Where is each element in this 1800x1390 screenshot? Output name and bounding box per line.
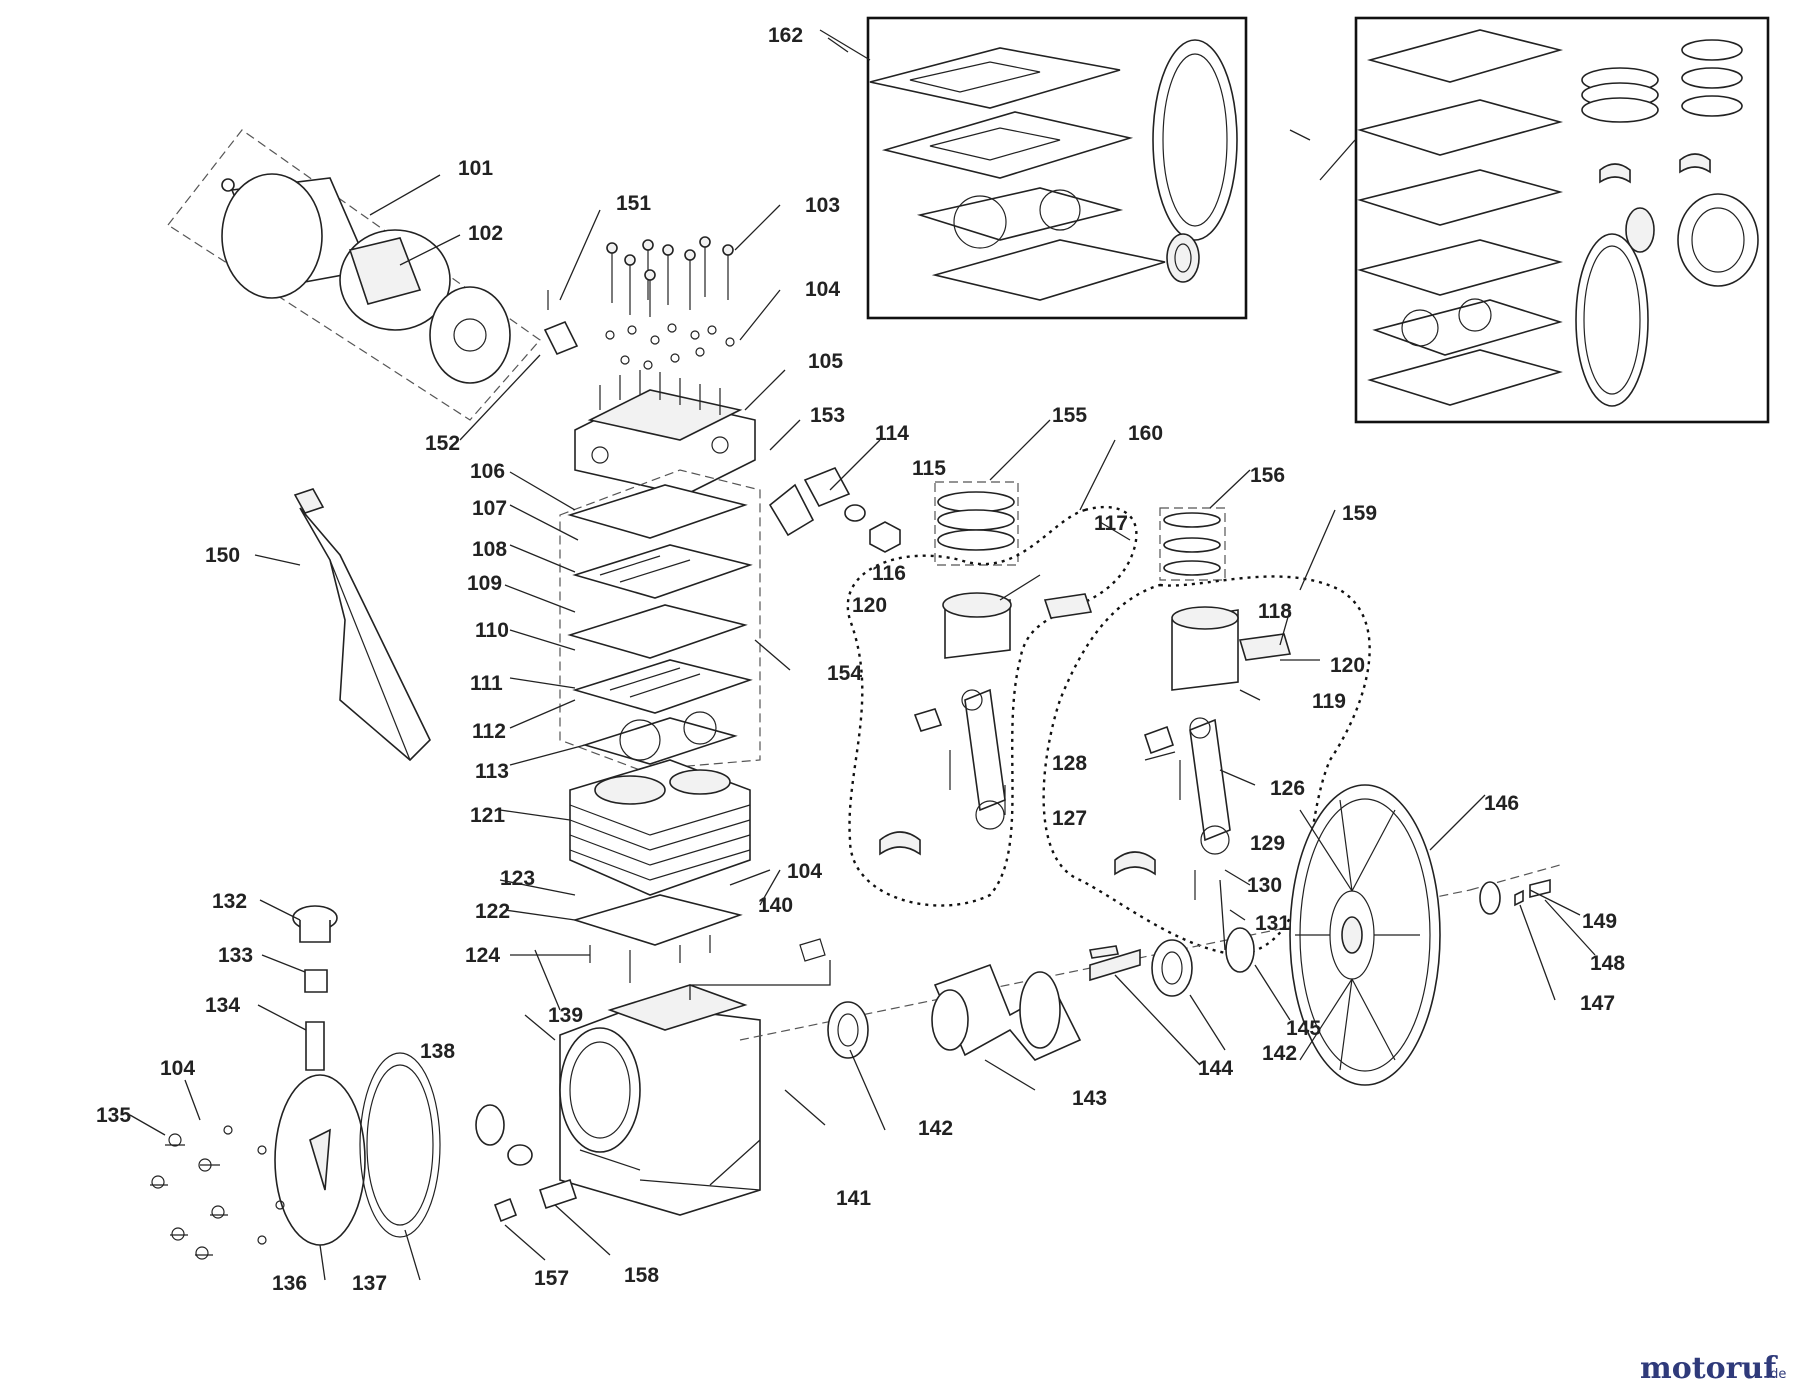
part-label-138: 138 [420, 1040, 455, 1063]
piston-group-160 [846, 505, 1138, 907]
part-label-142-b: 142 [1262, 1042, 1297, 1065]
watermark-text: motoruf [1640, 1351, 1778, 1386]
part-label-148: 148 [1590, 952, 1625, 975]
part-label-139: 139 [548, 1004, 583, 1027]
side-cover-and-oil-parts [150, 905, 578, 1260]
part-label-136: 136 [272, 1272, 307, 1295]
part-label-147: 147 [1580, 992, 1615, 1015]
part-label-159: 159 [1342, 502, 1377, 525]
head-bolts [605, 236, 735, 370]
part-label-126: 126 [1270, 777, 1305, 800]
cylinder-head [574, 370, 756, 496]
part-label-112: 112 [472, 720, 506, 743]
part-label-108: 108 [472, 538, 507, 561]
part-label-156: 156 [1250, 464, 1285, 487]
part-label-142-a: 142 [918, 1117, 953, 1140]
part-label-113: 113 [475, 760, 509, 783]
part-label-155: 155 [1052, 404, 1087, 427]
part-label-153: 153 [810, 404, 845, 427]
part-label-101: 101 [458, 157, 493, 180]
part-number-labels: 162 101 102 151 103 104 105 152 153 114 … [96, 24, 1625, 1295]
part-label-118: 118 [1258, 600, 1292, 623]
part-label-161: 162 [768, 24, 803, 47]
part-label-145: 145 [1286, 1017, 1321, 1040]
part-label-117: 117 [1094, 512, 1128, 535]
part-label-109: 109 [467, 572, 502, 595]
part-label-128: 128 [1052, 752, 1087, 775]
part-label-120-a: 120 [852, 594, 887, 617]
cylinder-block [569, 759, 751, 983]
part-label-103: 103 [805, 194, 840, 217]
part-label-152: 152 [425, 432, 460, 455]
transfer-pipe [293, 488, 431, 762]
watermark-logo: motoruf .de [1640, 1351, 1786, 1386]
part-label-124: 124 [465, 944, 500, 967]
part-label-129: 129 [1250, 832, 1285, 855]
part-label-151: 151 [616, 192, 651, 215]
part-label-120-b: 120 [1330, 654, 1365, 677]
crankcase [559, 938, 831, 1216]
part-label-133: 133 [218, 944, 253, 967]
piston-rings [934, 481, 1226, 581]
part-label-127: 127 [1052, 807, 1087, 830]
part-label-115: 115 [912, 457, 946, 480]
fittings [543, 290, 901, 553]
part-label-104-a: 104 [805, 278, 840, 301]
part-label-104-c: 104 [160, 1057, 195, 1080]
part-label-131: 131 [1255, 912, 1290, 935]
air-filter-assembly [167, 129, 541, 421]
gasket-kit-161-box [866, 16, 1248, 320]
part-label-150: 150 [205, 544, 240, 567]
leader-lines [129, 29, 1596, 1281]
part-label-144: 144 [1198, 1057, 1233, 1080]
part-label-130: 130 [1247, 874, 1282, 897]
part-label-141: 141 [836, 1187, 871, 1210]
part-label-134: 134 [205, 994, 240, 1017]
part-label-105: 105 [808, 350, 843, 373]
part-label-114: 114 [875, 422, 909, 445]
part-label-158: 158 [624, 1264, 659, 1287]
part-label-122: 122 [475, 900, 510, 923]
flywheel [1289, 784, 1551, 1086]
gasket-kit-162-box [1354, 16, 1770, 424]
part-label-143: 143 [1072, 1087, 1107, 1110]
part-label-135: 135 [96, 1104, 131, 1127]
valve-plate-stack [559, 469, 761, 771]
part-label-154: 154 [827, 662, 862, 685]
part-label-132: 132 [212, 890, 247, 913]
part-label-121: 121 [470, 804, 505, 827]
part-label-137: 137 [352, 1272, 387, 1295]
part-label-160: 160 [1128, 422, 1163, 445]
part-label-157: 157 [534, 1267, 569, 1290]
part-label-146: 146 [1484, 792, 1519, 815]
part-label-102: 102 [468, 222, 503, 245]
part-label-140: 140 [758, 894, 793, 917]
crankshaft [739, 864, 1561, 1061]
part-label-116: 116 [872, 562, 906, 585]
part-label-149: 149 [1582, 910, 1617, 933]
part-label-104-b: 104 [787, 860, 822, 883]
part-label-123: 123 [500, 867, 535, 890]
part-label-107: 107 [472, 497, 507, 520]
part-label-119: 119 [1312, 690, 1346, 713]
part-label-111: 111 [470, 672, 503, 695]
part-label-106: 106 [470, 460, 505, 483]
watermark-suffix: .de [1766, 1367, 1786, 1382]
part-label-110: 110 [475, 619, 509, 642]
